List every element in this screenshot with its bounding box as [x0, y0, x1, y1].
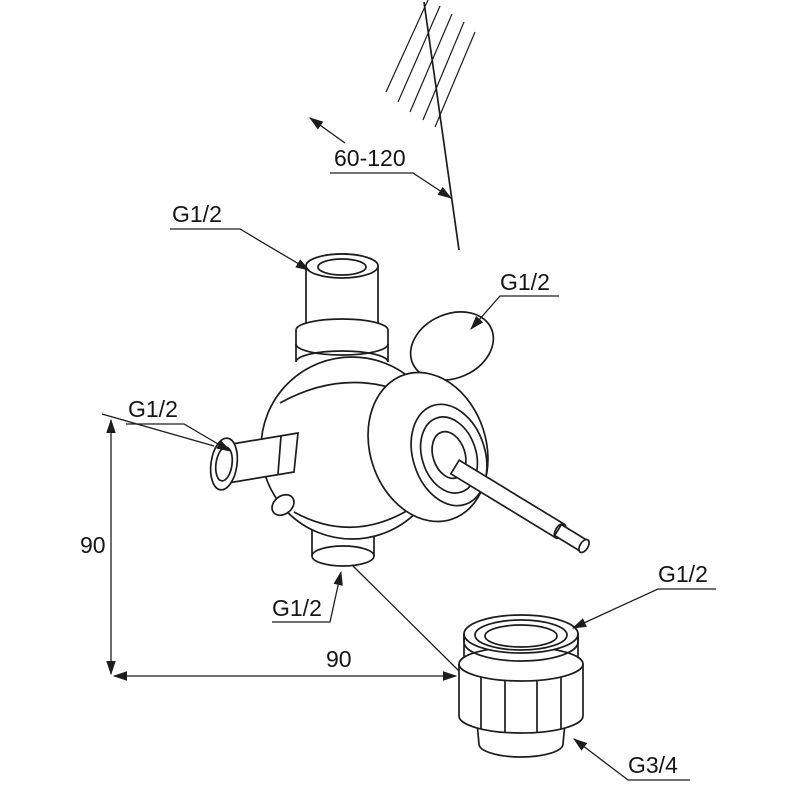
adapter-rim-inner [474, 619, 568, 651]
adapter-thread-leader [573, 738, 690, 781]
label-top-port: G1/2 [172, 201, 222, 227]
label-bottom-port: G1/2 [272, 595, 322, 621]
label-left-port: G1/2 [128, 396, 178, 422]
top-port [295, 253, 389, 363]
left-port-step [277, 435, 282, 475]
height-extension-line [101, 413, 215, 447]
wall-section [385, 0, 476, 251]
wall-offset-arrow [309, 117, 346, 144]
adapter-nut-facets [480, 677, 562, 732]
label-adapter-inlet: G1/2 [658, 561, 708, 587]
adapter-inlet-leader [571, 588, 716, 629]
top-port-leader [170, 228, 311, 271]
adapter-bore [484, 624, 558, 648]
left-port-rim [209, 437, 239, 491]
wall-surface-line [423, 1, 460, 251]
adapter-nut-body [458, 664, 584, 734]
labels: 60-120 G1/2 G1/2 G1/2 90 G1/2 90 G1/2 G3… [80, 145, 708, 778]
label-width-dimension: 90 [326, 646, 352, 672]
left-port-leader [126, 423, 232, 452]
width-extension-line [351, 564, 460, 672]
wall-offset-leader [330, 172, 452, 199]
spindle-end [578, 538, 590, 554]
bottom-port-rim [311, 545, 375, 557]
top-port-collar-line [295, 343, 389, 356]
valve-front [367, 371, 590, 554]
label-rear-port: G1/2 [500, 269, 550, 295]
body-stub [271, 493, 295, 517]
rear-port-leader [470, 295, 559, 330]
wall-hatching [385, 0, 476, 128]
bottom-port-leader [272, 570, 343, 623]
body-lower-arc [293, 508, 411, 529]
top-port-bore [317, 258, 367, 276]
label-height-dimension: 90 [80, 532, 106, 558]
label-adapter-thread: G3/4 [628, 752, 678, 778]
adapter-fitting [458, 614, 584, 758]
dimensions [101, 117, 716, 781]
adapter-rim-depth [463, 634, 579, 662]
diverter-valve [209, 253, 590, 567]
label-wall-distance: 60-120 [334, 145, 406, 171]
